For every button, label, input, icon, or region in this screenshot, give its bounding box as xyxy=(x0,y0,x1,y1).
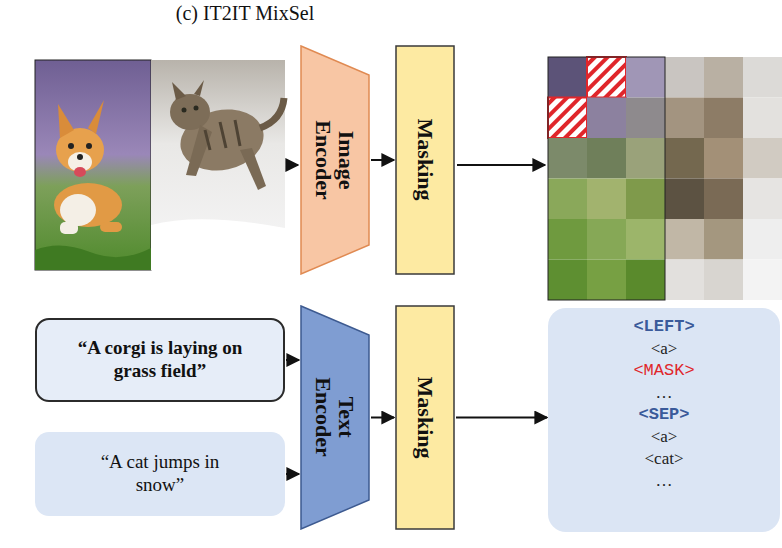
masking-shape xyxy=(396,306,454,529)
token: <LEFT> xyxy=(633,316,694,338)
image-patch xyxy=(665,219,704,260)
token: <MASK> xyxy=(633,360,694,382)
patch-grid-border xyxy=(548,57,665,300)
image-patch xyxy=(704,57,743,98)
block-label: Image Encoder xyxy=(312,104,358,216)
caption-box: “A corgi is laying on grass field” xyxy=(35,318,285,402)
image-patch xyxy=(704,260,743,301)
block-label: Text Encoder xyxy=(312,362,358,474)
image-patch xyxy=(548,179,587,220)
flow-arrow xyxy=(371,159,394,161)
block-label: Masking xyxy=(413,362,436,474)
image-patch xyxy=(626,98,665,139)
image-patch xyxy=(626,57,665,98)
image-patch xyxy=(704,179,743,220)
token: <cat> xyxy=(645,448,684,470)
image-patch xyxy=(743,98,782,139)
flow-arrow xyxy=(286,473,299,475)
patch-grid xyxy=(548,57,782,300)
image-patch xyxy=(665,98,704,139)
token: <a> xyxy=(651,338,678,360)
token: <a> xyxy=(651,426,678,448)
caption-text: “A corgi is laying on grass field” xyxy=(74,337,246,383)
flow-arrow xyxy=(371,417,394,419)
image-patch xyxy=(626,260,665,301)
image-patch xyxy=(587,260,626,301)
image-patch xyxy=(665,260,704,301)
trapezoid-shape xyxy=(301,306,369,529)
flow-arrow xyxy=(286,359,299,361)
image-patch xyxy=(548,260,587,301)
token: … xyxy=(656,470,673,492)
masking-output-arrow xyxy=(457,164,545,166)
masked-patch xyxy=(587,57,626,98)
image-patch xyxy=(587,219,626,260)
image-patch xyxy=(626,179,665,220)
token: … xyxy=(656,382,673,404)
masking-shape xyxy=(396,46,454,274)
image-patch xyxy=(665,138,704,179)
corgi-photo xyxy=(35,60,151,270)
flow-arrow xyxy=(456,417,547,419)
image-patch xyxy=(587,138,626,179)
diagram-title: (c) IT2IT MixSel xyxy=(140,2,350,25)
image-patch xyxy=(548,219,587,260)
cat-photo xyxy=(151,60,285,270)
image-patch xyxy=(587,179,626,220)
image-encoder: Image Encoder xyxy=(300,45,370,275)
caption-text: “A cat jumps in snow” xyxy=(74,451,246,497)
image-patch xyxy=(626,138,665,179)
block-label: Masking xyxy=(413,104,436,216)
masked-patch xyxy=(548,98,587,139)
trapezoid-shape xyxy=(301,46,369,274)
masking-box: Masking xyxy=(395,305,455,530)
image-patch xyxy=(548,138,587,179)
image-patch xyxy=(587,98,626,139)
token-sequence: <LEFT><a><MASK>…<SEP><a><cat>… xyxy=(548,308,780,532)
image-patch xyxy=(548,57,587,98)
image-patch xyxy=(743,179,782,220)
token: <SEP> xyxy=(638,404,689,426)
image-patch xyxy=(743,219,782,260)
image-patch xyxy=(704,98,743,139)
masking-box: Masking xyxy=(395,45,455,275)
image-patch xyxy=(626,219,665,260)
image-patch xyxy=(665,179,704,220)
image-patch xyxy=(743,57,782,98)
image-patch xyxy=(704,138,743,179)
image-patch xyxy=(743,260,782,301)
image-patch xyxy=(665,57,704,98)
text-encoder: Text Encoder xyxy=(300,305,370,530)
image-patch xyxy=(743,138,782,179)
image-input-arrow xyxy=(287,164,298,166)
caption-box: “A cat jumps in snow” xyxy=(35,432,285,516)
image-patch xyxy=(704,219,743,260)
